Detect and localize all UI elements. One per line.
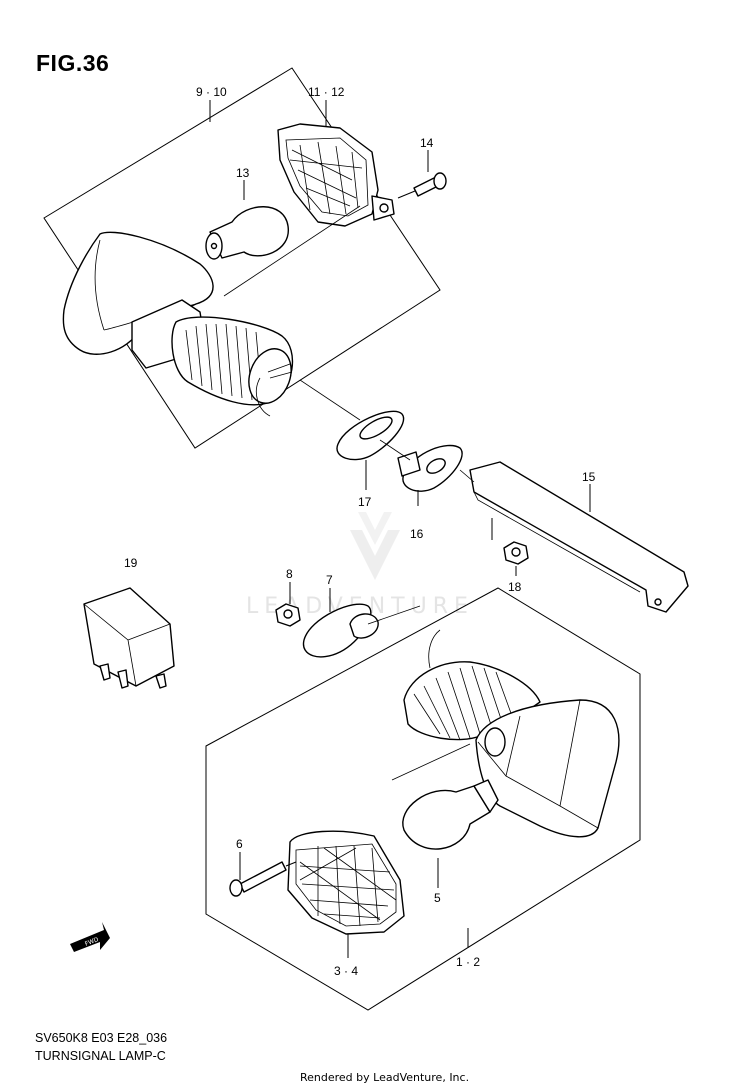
callout-3-4: 3 · 4 bbox=[334, 964, 358, 978]
grommet-17 bbox=[336, 410, 405, 461]
upper-screw bbox=[397, 172, 447, 199]
callout-labels: 9 · 10 11 · 12 13 14 15 16 17 18 19 8 7 … bbox=[124, 85, 596, 978]
leader-lines bbox=[209, 100, 591, 958]
callout-17: 17 bbox=[358, 495, 372, 509]
relay-19 bbox=[83, 587, 175, 689]
grommet-16 bbox=[397, 444, 463, 492]
upper-bulb bbox=[205, 206, 289, 260]
bracket-15 bbox=[469, 461, 689, 613]
callout-13: 13 bbox=[236, 166, 250, 180]
grommet-7 bbox=[302, 603, 379, 658]
figure-title: FIG.36 bbox=[36, 50, 110, 76]
callout-14: 14 bbox=[420, 136, 434, 150]
fwd-label: FWD bbox=[84, 936, 100, 948]
upper-lamp-housing bbox=[62, 231, 294, 417]
callout-11-12: 11 · 12 bbox=[308, 85, 345, 99]
callout-16: 16 bbox=[410, 527, 424, 541]
lower-lens bbox=[287, 830, 405, 935]
callout-7: 7 bbox=[326, 573, 333, 587]
callout-9-10: 9 · 10 bbox=[196, 85, 227, 99]
callout-19: 19 bbox=[124, 556, 138, 570]
callout-8: 8 bbox=[286, 567, 293, 581]
upper-assembly-frame bbox=[43, 67, 441, 449]
model-code: SV650K8 E03 E28_036 bbox=[35, 1031, 168, 1045]
callout-18: 18 bbox=[508, 580, 522, 594]
part-name: TURNSIGNAL LAMP-C bbox=[35, 1049, 166, 1063]
lower-screw bbox=[229, 861, 297, 897]
callout-5: 5 bbox=[434, 891, 441, 905]
rendered-by: Rendered by LeadVenture, Inc. bbox=[300, 1071, 470, 1084]
callout-1-2: 1 · 2 bbox=[456, 955, 480, 969]
callout-15: 15 bbox=[582, 470, 596, 484]
lower-assembly-frame bbox=[205, 587, 641, 1011]
nut-18 bbox=[503, 541, 529, 565]
nut-8 bbox=[275, 603, 301, 627]
callout-6: 6 bbox=[236, 837, 243, 851]
lower-lamp-housing bbox=[403, 629, 620, 838]
upper-lens bbox=[277, 123, 395, 227]
lower-bulb bbox=[402, 779, 499, 850]
watermark-logo bbox=[350, 512, 400, 580]
fwd-arrow-icon: FWD bbox=[70, 922, 110, 952]
